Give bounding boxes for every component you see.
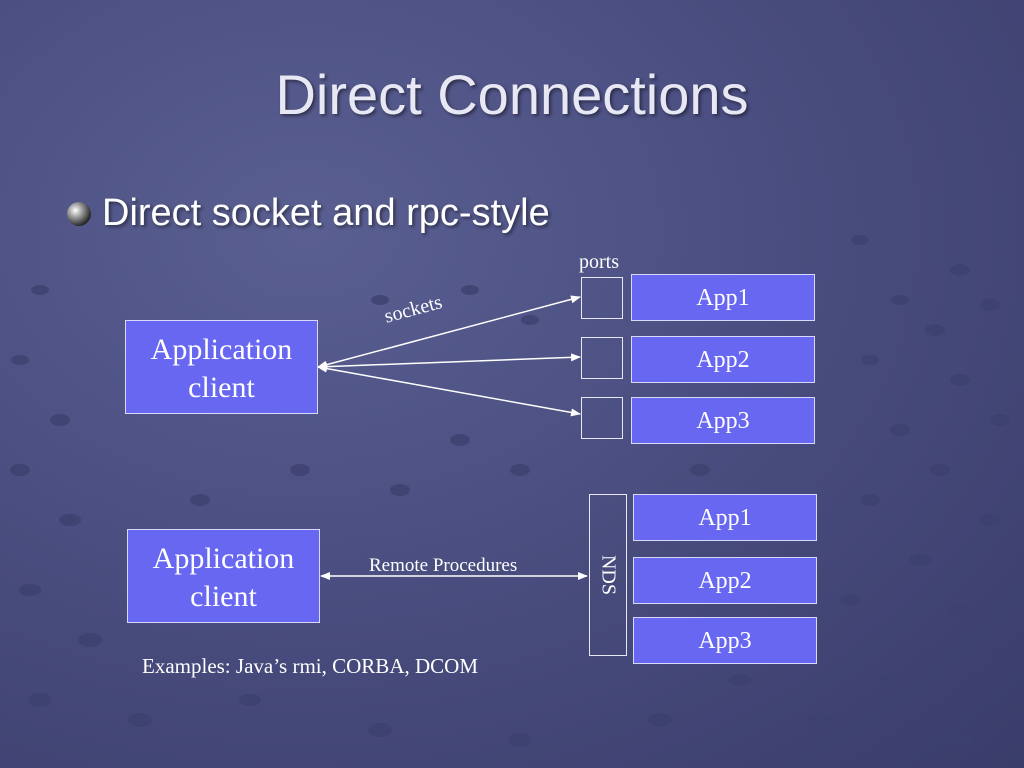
socket-line-app3 (317, 364, 581, 417)
app-box-top-3: App3 (631, 397, 815, 444)
app-box-bottom-1: App1 (633, 494, 817, 541)
client-label-line1: Application (152, 542, 295, 575)
app-box-top-1: App1 (631, 274, 815, 321)
port-box-2 (581, 337, 623, 379)
nds-label: NDS (597, 554, 620, 596)
app-box-top-2: App2 (631, 336, 815, 383)
remote-procedures-label: Remote Procedures (369, 555, 518, 576)
port-box-1 (581, 277, 623, 319)
examples-text: Examples: Java’s rmi, CORBA, DCOM (142, 654, 478, 678)
bullet-item: Direct socket and rpc-style (66, 192, 550, 235)
client-label-line1: Application (150, 333, 293, 366)
application-client-box-top: Application client (125, 320, 318, 414)
sphere-bullet-icon (67, 201, 91, 226)
socket-line-app2 (317, 353, 581, 371)
bullet-text: Direct socket and rpc-style (102, 192, 550, 234)
ports-label: ports (579, 251, 619, 273)
app-box-bottom-3: App3 (633, 617, 817, 664)
nds-box: NDS (589, 494, 627, 656)
socket-line-app1 (317, 295, 581, 369)
client-label-line2: client (190, 580, 257, 613)
client-label-line2: client (188, 371, 255, 404)
port-box-3 (581, 397, 623, 439)
slide-title: Direct Connections (275, 63, 749, 126)
application-client-box-bottom: Application client (127, 529, 320, 623)
app-box-bottom-2: App2 (633, 557, 817, 604)
